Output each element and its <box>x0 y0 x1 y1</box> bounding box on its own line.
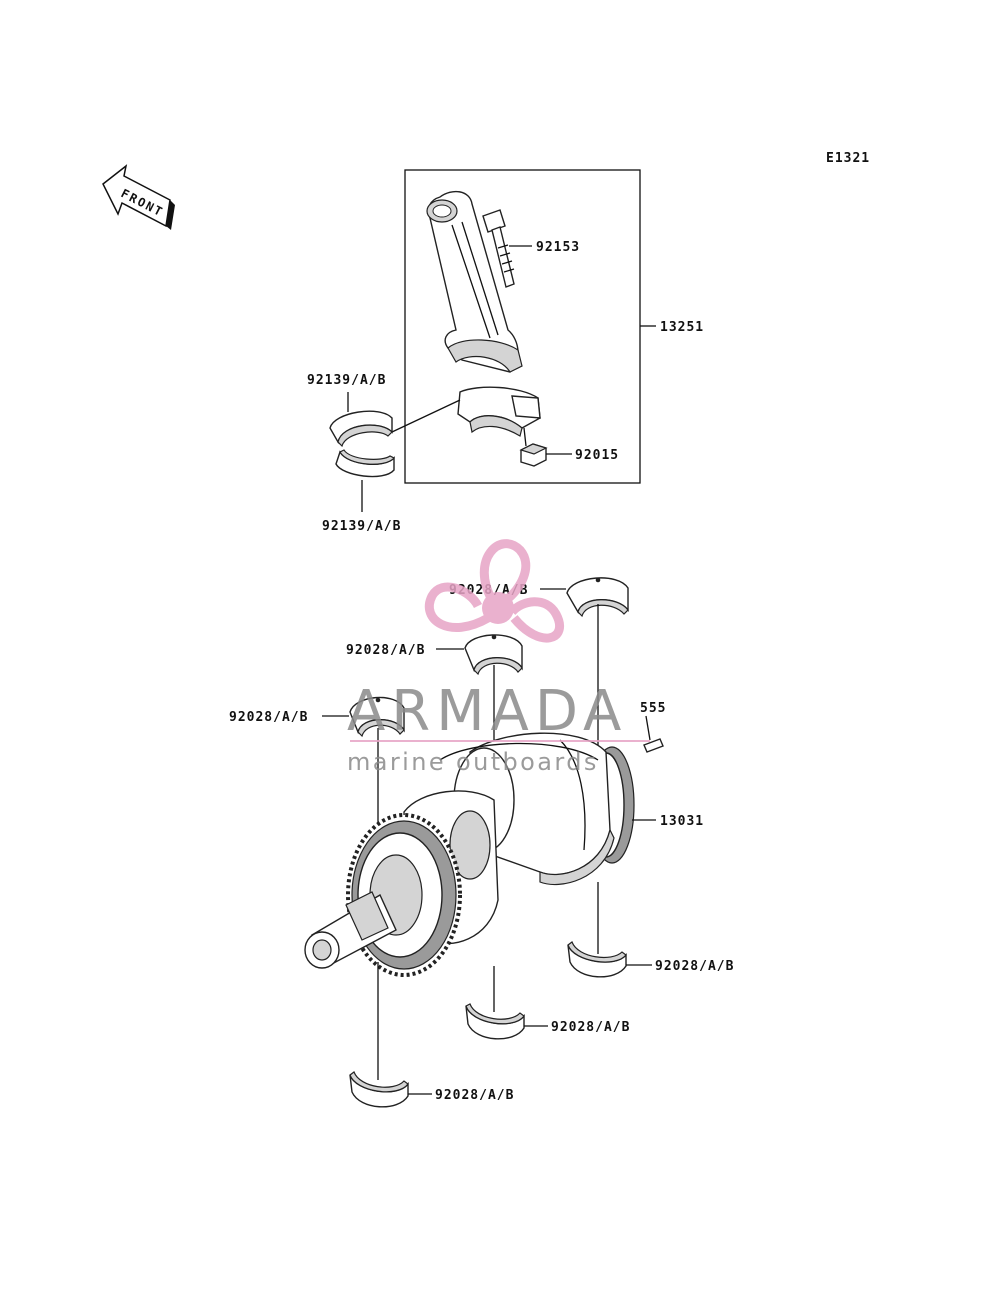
label-92028-upper-3: 92028/A/B <box>229 710 308 725</box>
conrod-bearing-upper <box>329 410 393 448</box>
crankshaft <box>304 732 635 977</box>
watermark-tagline: marine outboards <box>347 748 599 776</box>
main-bearing-lower-3 <box>349 1071 409 1108</box>
label-92028-lower-1: 92028/A/B <box>655 959 734 974</box>
main-bearing-upper-2 <box>464 634 523 676</box>
nut <box>519 443 548 467</box>
pin <box>643 738 664 753</box>
bolt <box>482 209 515 288</box>
main-bearing-upper-1 <box>566 577 629 618</box>
label-92028-lower-2: 92028/A/B <box>551 1020 630 1035</box>
label-13251: 13251 <box>660 320 704 335</box>
label-92015: 92015 <box>575 448 619 463</box>
label-92153: 92153 <box>536 240 580 255</box>
conrod-bearing-lower <box>335 449 395 478</box>
rod-cap <box>457 386 541 437</box>
main-bearing-upper-3 <box>349 696 405 738</box>
label-13031: 13031 <box>660 814 704 829</box>
connecting-rod <box>426 190 523 373</box>
label-92139-upper: 92139/A/B <box>307 373 386 388</box>
watermark-brand: ARMADA <box>347 679 627 744</box>
main-bearing-lower-1 <box>567 941 627 978</box>
front-arrow-icon: FRONT <box>102 164 175 230</box>
armada-watermark: ARMADA marine outboards <box>347 539 650 776</box>
diagram-code: E1321 <box>826 151 870 166</box>
main-bearing-lower-2 <box>465 1003 525 1040</box>
label-555: 555 <box>640 701 666 716</box>
label-92028-upper-2: 92028/A/B <box>346 643 425 658</box>
label-92139-lower: 92139/A/B <box>322 519 401 534</box>
propeller-logo-icon <box>424 539 565 643</box>
label-92028-lower-3: 92028/A/B <box>435 1088 514 1103</box>
